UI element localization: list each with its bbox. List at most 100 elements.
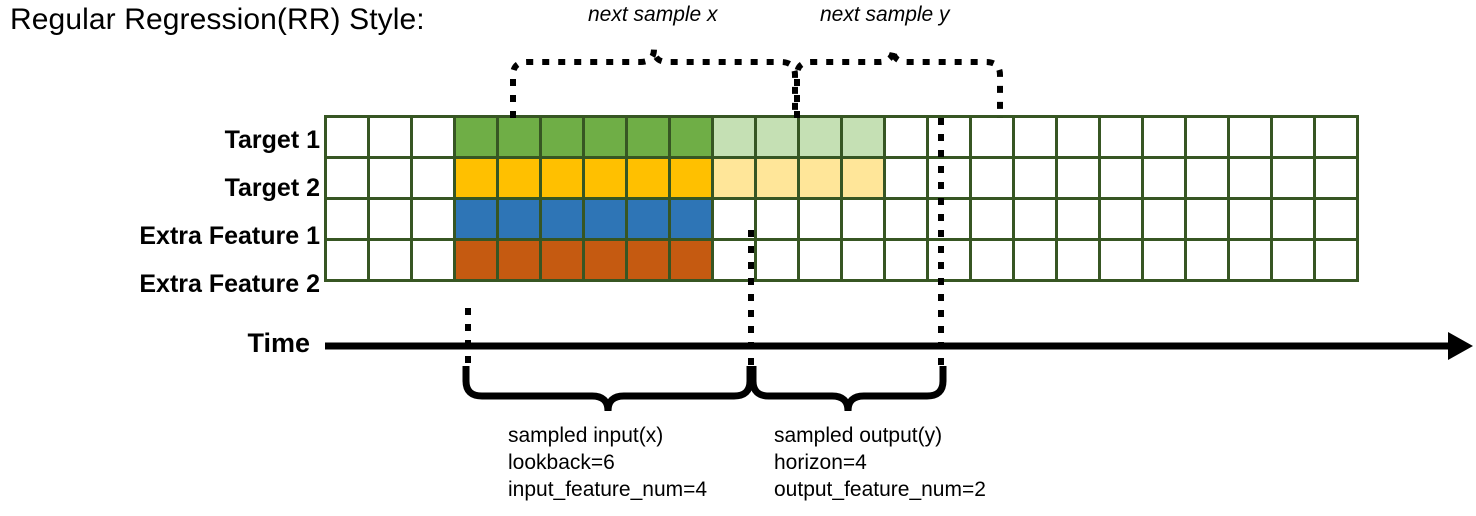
grid-cell xyxy=(496,156,542,200)
grid-cell xyxy=(625,197,671,241)
brace-top-next-sample-x xyxy=(510,48,798,118)
grid-cell xyxy=(582,156,628,200)
grid-cell xyxy=(711,197,757,241)
grid-cell xyxy=(1184,238,1230,282)
sampled-output-line-2: horizon=4 xyxy=(774,451,867,474)
grid-cell xyxy=(926,238,972,282)
grid-cell xyxy=(1270,238,1316,282)
grid-cell xyxy=(1098,238,1144,282)
grid-cell xyxy=(625,238,671,282)
time-axis-arrow xyxy=(325,332,1473,360)
grid-cell xyxy=(582,115,628,159)
grid-cell xyxy=(883,156,929,200)
annotation-sampled-output: sampled output(y) horizon=4 output_featu… xyxy=(774,422,986,503)
grid-row-target-2 xyxy=(324,156,1359,200)
grid-cell xyxy=(367,238,413,282)
grid-cell xyxy=(324,156,370,200)
grid-cell xyxy=(711,115,757,159)
grid-cell xyxy=(453,197,499,241)
grid-cell xyxy=(1098,197,1144,241)
sampled-input-line-3: input_feature_num=4 xyxy=(508,478,708,501)
grid-cell xyxy=(883,197,929,241)
grid-cell xyxy=(668,115,714,159)
grid-cell xyxy=(324,238,370,282)
grid-cell xyxy=(797,115,843,159)
grid-cell xyxy=(1227,115,1273,159)
sampled-output-line-1: sampled output(y) xyxy=(774,424,943,447)
grid-cell xyxy=(1012,238,1058,282)
grid-cell xyxy=(969,115,1015,159)
grid-cell xyxy=(1012,115,1058,159)
grid-cell xyxy=(324,197,370,241)
grid-cell xyxy=(1270,115,1316,159)
grid-cell xyxy=(1141,238,1187,282)
grid-cell xyxy=(410,197,456,241)
sampled-output-line-3: output_feature_num=2 xyxy=(774,478,986,501)
brace-bottom-sampled-input xyxy=(462,366,754,412)
grid-cell xyxy=(625,115,671,159)
grid-cell xyxy=(926,115,972,159)
row-label-extra-feature-1: Extra Feature 1 xyxy=(139,222,320,250)
grid-row-target-1 xyxy=(324,115,1359,159)
grid-cell xyxy=(1270,156,1316,200)
grid-cell xyxy=(754,238,800,282)
grid-cell xyxy=(711,156,757,200)
grid-row-extra-feature-2 xyxy=(324,238,1359,282)
grid-cell xyxy=(883,238,929,282)
grid-cell xyxy=(668,238,714,282)
grid-cell xyxy=(1184,156,1230,200)
timeline-grid xyxy=(324,115,1359,282)
row-label-extra-feature-2: Extra Feature 2 xyxy=(139,270,320,298)
grid-cell xyxy=(410,156,456,200)
grid-cell xyxy=(496,238,542,282)
sampled-input-line-1: sampled input(x) xyxy=(508,424,664,447)
annotation-sampled-input: sampled input(x) lookback=6 input_featur… xyxy=(508,422,707,503)
grid-cell xyxy=(539,115,585,159)
grid-cell xyxy=(539,197,585,241)
sampled-input-line-2: lookback=6 xyxy=(508,451,615,474)
grid-cell xyxy=(797,238,843,282)
grid-cell xyxy=(367,115,413,159)
grid-cell xyxy=(1012,156,1058,200)
grid-cell xyxy=(668,197,714,241)
grid-cell xyxy=(367,197,413,241)
grid-cell xyxy=(1141,115,1187,159)
row-label-column: Target 1 Target 2 Extra Feature 1 Extra … xyxy=(10,0,320,516)
grid-cell xyxy=(539,238,585,282)
grid-cell xyxy=(969,238,1015,282)
grid-cell xyxy=(797,156,843,200)
grid-cell xyxy=(1227,238,1273,282)
grid-cell xyxy=(1055,156,1101,200)
grid-cell xyxy=(1270,197,1316,241)
grid-cell xyxy=(582,197,628,241)
brace-top-next-sample-y xyxy=(794,48,1003,118)
grid-row-extra-feature-1 xyxy=(324,197,1359,241)
grid-cell xyxy=(1012,197,1058,241)
grid-cell xyxy=(754,115,800,159)
annotation-next-sample-y: next sample y xyxy=(820,3,950,26)
grid-cell xyxy=(453,156,499,200)
grid-cell xyxy=(367,156,413,200)
grid-cell xyxy=(1227,197,1273,241)
grid-cell xyxy=(926,156,972,200)
grid-cell xyxy=(668,156,714,200)
page-title: Regular Regression(RR) Style: xyxy=(10,3,425,36)
grid-cell xyxy=(754,156,800,200)
grid-cell xyxy=(1313,115,1359,159)
grid-cell xyxy=(1313,197,1359,241)
grid-cell xyxy=(1313,156,1359,200)
grid-cell xyxy=(410,238,456,282)
grid-cell xyxy=(625,156,671,200)
grid-cell xyxy=(840,115,886,159)
grid-cell xyxy=(496,115,542,159)
grid-cell xyxy=(496,197,542,241)
brace-bottom-sampled-output xyxy=(749,366,947,412)
row-label-target-1: Target 1 xyxy=(224,126,320,154)
grid-cell xyxy=(1313,238,1359,282)
row-label-target-2: Target 2 xyxy=(224,174,320,202)
grid-cell xyxy=(1055,115,1101,159)
grid-cell xyxy=(324,115,370,159)
grid-cell xyxy=(1184,197,1230,241)
grid-cell xyxy=(1098,115,1144,159)
